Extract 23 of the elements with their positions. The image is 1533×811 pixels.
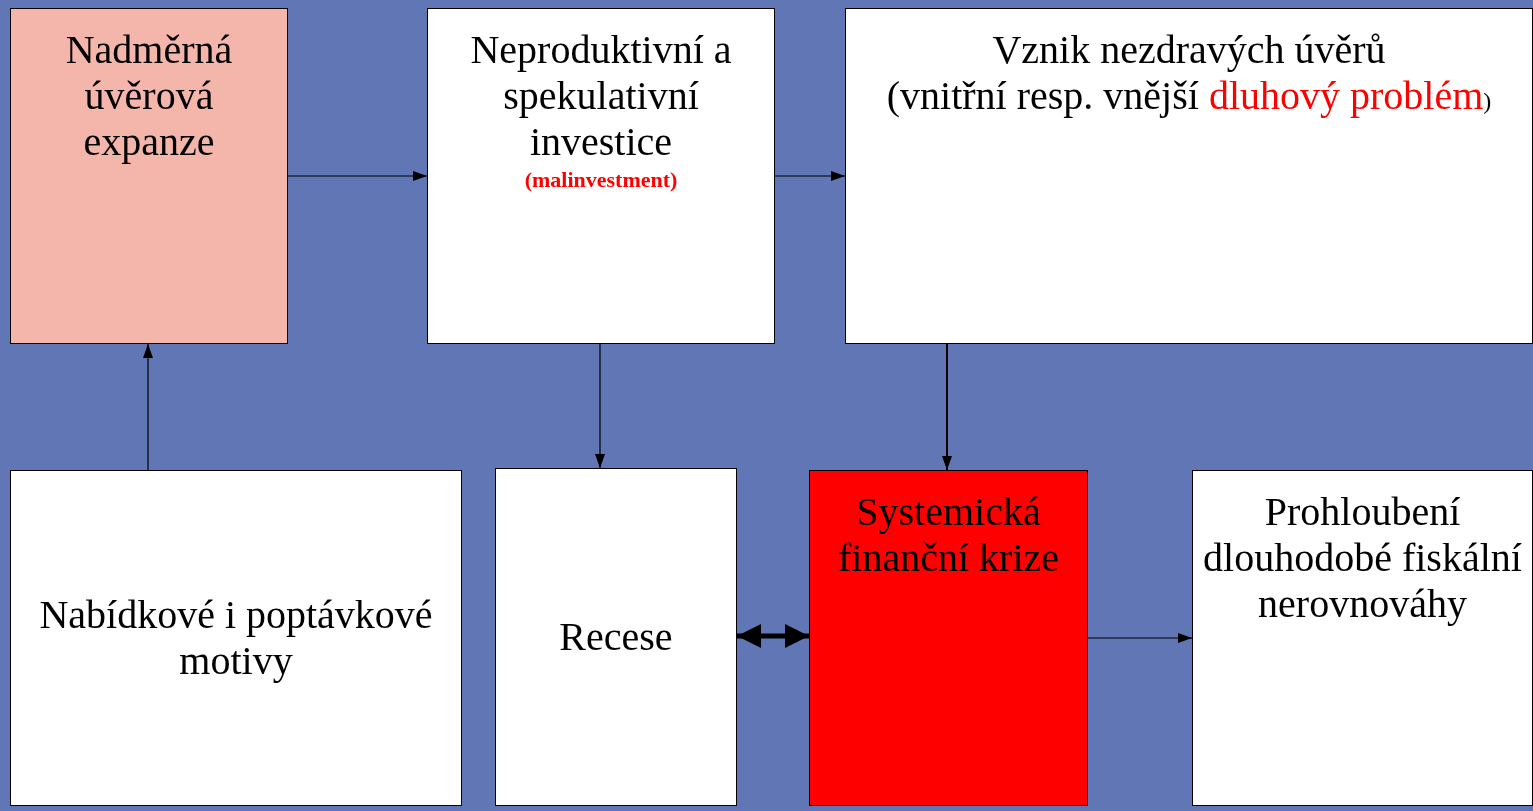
box-text: Prohloubení dlouhodobé fiskální nerovnováhy	[1202, 489, 1523, 627]
process-box	[10, 8, 288, 344]
process-box	[1192, 470, 1533, 806]
arrow	[1087, 633, 1193, 643]
process-box	[495, 468, 737, 806]
process-box	[427, 8, 775, 344]
arrow	[287, 171, 428, 181]
box-text: Systemická finanční krize	[837, 489, 1060, 581]
box-text: Nadměrná úvěrová expanze	[64, 27, 234, 165]
box-text: Neproduktivní a spekulativní investice	[469, 27, 733, 165]
process-box	[845, 8, 1533, 344]
box-subtext: (malinvestment)	[524, 167, 678, 193]
arrow	[774, 171, 846, 181]
arrow	[143, 343, 153, 471]
arrow	[942, 343, 952, 471]
process-box	[809, 470, 1088, 806]
double-arrow	[737, 624, 809, 648]
box-text: Nabídkové i poptávkové motivy	[38, 592, 434, 684]
arrow	[595, 343, 605, 469]
box-text: (vnitřní resp. vnější dluhový problém)	[886, 73, 1492, 119]
box-text: Recese	[559, 614, 673, 660]
box-heading: Vznik nezdravých úvěrů	[992, 27, 1386, 73]
process-box	[10, 470, 462, 806]
